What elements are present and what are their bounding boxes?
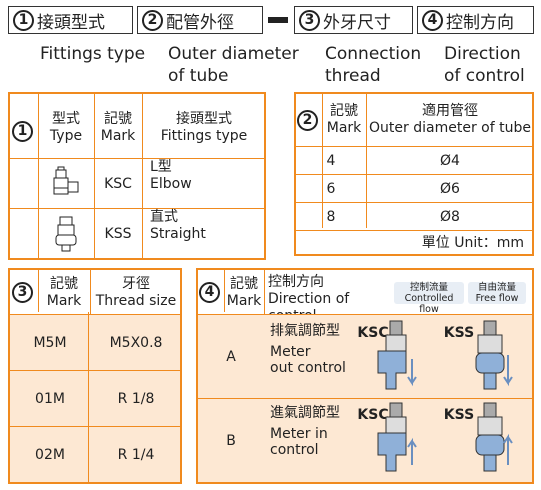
- header-label: 外牙尺寸: [323, 12, 391, 33]
- row-mark: A: [226, 348, 236, 365]
- elbow-fitting-icon: [38, 159, 94, 209]
- row-mark: KSS: [104, 225, 132, 242]
- table-row: A 排氣調節型 Meter out control KSC KSS: [198, 314, 532, 398]
- row-label-en: Meter: [270, 343, 311, 360]
- caption-thread: thread: [325, 66, 381, 86]
- row-mark: 8: [326, 208, 336, 225]
- header-box-outer-diameter: 2 配管外徑: [137, 6, 263, 34]
- row-mark: 01M: [35, 390, 65, 407]
- row-mark: 6: [326, 180, 336, 197]
- circled-number: 4: [422, 9, 443, 31]
- table-row: M5M M5X0.8: [10, 314, 180, 370]
- row-od: Ø6: [440, 180, 460, 197]
- table-row: 6 Ø6: [296, 174, 532, 202]
- row-size: R 1/4: [117, 446, 155, 463]
- caption-outer-diameter: Outer diameter: [168, 44, 299, 64]
- ksc-meter-out-diagram: [377, 320, 417, 390]
- caption-of-control: of control: [444, 66, 525, 86]
- table-number: 4: [198, 270, 224, 314]
- header-box-fitting-type: 1 接頭型式: [8, 6, 133, 34]
- unit-row: 單位 Unit：mm: [296, 230, 532, 254]
- straight-fitting-icon: [38, 209, 94, 259]
- kss-label: KSS: [443, 406, 475, 423]
- kss-meter-in-diagram: [475, 402, 513, 472]
- table-row: 8 Ø8: [296, 202, 532, 230]
- circled-number: 1: [13, 9, 34, 31]
- table-number: 2: [296, 94, 322, 146]
- ksc-label: KSC: [357, 406, 389, 423]
- dash-separator: [268, 17, 288, 23]
- header-box-connection-thread: 3 外牙尺寸: [294, 6, 413, 34]
- row-size: M5X0.8: [109, 334, 163, 351]
- unit-note: 單位 Unit：mm: [421, 234, 524, 251]
- row-od: Ø8: [440, 208, 460, 225]
- caption-of-tube: of tube: [168, 66, 229, 86]
- row-label-zh: 排氣調節型: [270, 322, 340, 339]
- caption-connection: Connection: [325, 44, 422, 64]
- table-number: 1: [10, 94, 38, 168]
- row-mark: KSC: [104, 175, 132, 192]
- table-row: 01M R 1/8: [10, 370, 180, 426]
- row-mark: 02M: [35, 446, 65, 463]
- header-label: 控制方向: [446, 12, 514, 33]
- kss-meter-out-diagram: [475, 320, 513, 390]
- header-label: 接頭型式: [37, 12, 105, 33]
- table-number: 3: [10, 270, 38, 314]
- row-od: Ø4: [440, 152, 460, 169]
- row-size: R 1/8: [117, 390, 155, 407]
- row-label-en: Meter in: [270, 425, 328, 442]
- row-mark: B: [226, 432, 236, 449]
- row-mark: M5M: [33, 334, 67, 351]
- table-row: 02M R 1/4: [10, 426, 180, 482]
- header-label: 配管外徑: [166, 12, 234, 33]
- header-box-direction: 4 控制方向: [417, 6, 534, 34]
- row-label-zh: 進氣調節型: [270, 404, 340, 421]
- caption-fittings-type: Fittings type: [40, 44, 146, 64]
- caption-direction: Direction: [444, 44, 521, 64]
- circled-number: 3: [299, 9, 320, 31]
- ksc-label: KSC: [357, 324, 389, 341]
- table-row: 4 Ø4: [296, 146, 532, 174]
- circled-number: 2: [142, 9, 163, 31]
- row-label-en: out control: [270, 359, 346, 376]
- ksc-meter-in-diagram: [377, 402, 417, 472]
- table-row: B 進氣調節型 Meter in control KSC KSS: [198, 398, 532, 482]
- row-label-en: control: [270, 441, 319, 458]
- row-mark: 4: [326, 152, 336, 169]
- kss-label: KSS: [443, 324, 475, 341]
